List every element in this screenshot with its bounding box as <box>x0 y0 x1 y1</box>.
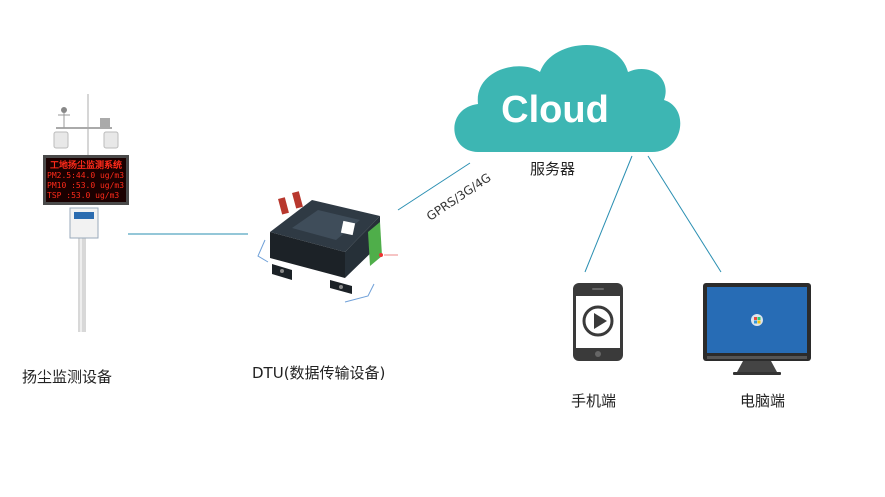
dust-monitor-icon: 工地扬尘监测系统 PM2.5:44.0 ug/m3 PM10 :53.0 ug/… <box>43 94 129 332</box>
led-display-line-2: PM10 :53.0 ug/m3 <box>47 181 124 190</box>
phone-icon <box>573 283 623 361</box>
pc-label: 电脑端 <box>740 392 786 410</box>
dtu-label: DTU(数据传输设备) <box>252 364 386 382</box>
led-display-line-1: PM2.5:44.0 ug/m3 <box>47 171 124 180</box>
connector-cloud-phone <box>584 155 633 273</box>
led-display-line-3: TSP :53.0 ug/m3 <box>47 191 119 200</box>
connector-dtu-cloud <box>397 162 471 211</box>
cloud-label: 服务器 <box>530 160 576 178</box>
phone-label: 手机端 <box>571 392 617 410</box>
connector-cloud-pc <box>647 155 722 273</box>
pc-monitor-icon <box>703 283 811 375</box>
led-display-title: 工地扬尘监测系统 <box>50 159 122 171</box>
play-icon <box>594 313 607 329</box>
monitor-label: 扬尘监测设备 <box>22 368 113 386</box>
dtu-device-icon <box>257 191 398 303</box>
cloud-icon: Cloud <box>454 44 681 152</box>
cloud-logo-text: Cloud <box>501 89 609 131</box>
